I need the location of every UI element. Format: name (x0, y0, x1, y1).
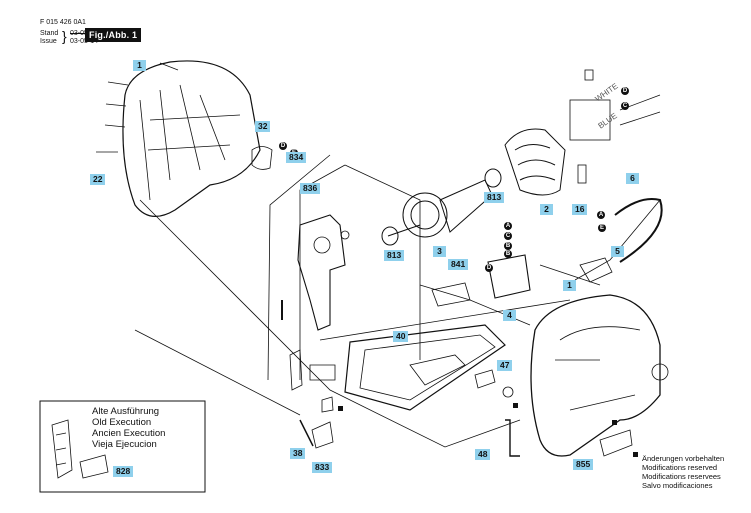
callout-1: 1 (133, 60, 146, 71)
screws (96, 62, 179, 153)
callout-22: 22 (90, 174, 106, 185)
callout-2: 2 (540, 204, 553, 215)
lever-855 (599, 429, 633, 457)
marker-square (338, 406, 343, 411)
callout-16: 16 (572, 204, 588, 215)
housing-half-left (122, 60, 261, 217)
callout-836: 836 (300, 183, 321, 194)
marker-b: B (504, 242, 512, 250)
callout-813-right: 813 (484, 192, 505, 203)
callout-32: 32 (255, 121, 271, 132)
bracket-836 (297, 214, 346, 331)
assembly-line (574, 199, 661, 281)
inset-line-1: Alte Ausführung (92, 406, 160, 417)
issue-value: 03-05-14 (70, 38, 98, 46)
inset-line-4: Vieja Ejecucion (92, 439, 157, 450)
marker-square (633, 452, 638, 457)
note-line-1: Änderungen vorbehalten (642, 454, 725, 463)
assembly-line (319, 299, 571, 341)
callout-6: 6 (626, 173, 639, 184)
callout-47: 47 (497, 360, 513, 371)
inset-box (39, 400, 206, 493)
marker-square (513, 403, 518, 408)
stand-value: 03-05 (70, 30, 88, 37)
stand-label: Stand (40, 30, 59, 37)
base-plate-40 (344, 324, 506, 411)
part-841 (431, 282, 471, 307)
roller-47 (474, 369, 496, 389)
marker-d3: D (621, 87, 629, 95)
callout-3: 3 (433, 246, 446, 257)
callout-833: 833 (312, 462, 333, 473)
switch-4 (487, 254, 531, 299)
assembly-line (344, 164, 421, 360)
marker-a2: A (597, 211, 605, 219)
armature-3 (381, 168, 502, 246)
brush-holder-16 (569, 69, 661, 184)
figure-tag: Fig./Abb. 1 (85, 28, 142, 42)
callout-841: 841 (448, 259, 469, 270)
marker-square (612, 420, 617, 425)
callout-834: 834 (286, 152, 307, 163)
housing-inner-ribs (139, 84, 241, 201)
note-line-2: Modifications reserved (642, 463, 718, 472)
inset-line-2: Old Execution (92, 417, 152, 428)
assembly-line (299, 164, 346, 380)
cable-6 (614, 198, 663, 263)
plug-5 (579, 257, 613, 283)
note-line-4: Salvo modificaciones (642, 481, 713, 490)
stator-2 (504, 128, 566, 196)
marker-c2: C (621, 102, 629, 110)
callout-1-right: 1 (563, 280, 576, 291)
issue-label: Issue (40, 38, 57, 45)
housing-assembled (530, 294, 661, 457)
marker-c: C (504, 232, 512, 240)
assembly-line (267, 154, 331, 381)
part-833b (321, 396, 334, 413)
assembly-line (139, 199, 521, 448)
switch-knob-32 (251, 146, 273, 170)
part-number: F 015 426 0A1 (40, 19, 86, 26)
callout-855: 855 (573, 459, 594, 470)
marker-a: A (504, 222, 512, 230)
inset-part-828 (79, 454, 109, 479)
marker-e2: E (598, 224, 606, 232)
callout-813-left: 813 (384, 250, 405, 261)
plunger-part (289, 349, 303, 391)
assembly-line (134, 329, 301, 416)
plunger-part (309, 364, 336, 381)
marker-d: D (279, 142, 287, 150)
callout-38: 38 (290, 448, 306, 459)
marker-b2: B (504, 250, 512, 258)
marker-d2: D (485, 264, 493, 272)
note-line-3: Modifications reservees (642, 472, 721, 481)
inset-part (51, 419, 73, 479)
brace-icon: } (62, 28, 67, 44)
callout-40: 40 (393, 331, 409, 342)
callout-828: 828 (113, 466, 134, 477)
inset-line-3: Ancien Execution (92, 428, 166, 439)
part-833 (311, 421, 334, 449)
callout-5: 5 (611, 246, 624, 257)
callout-48: 48 (475, 449, 491, 460)
callout-4: 4 (503, 310, 516, 321)
